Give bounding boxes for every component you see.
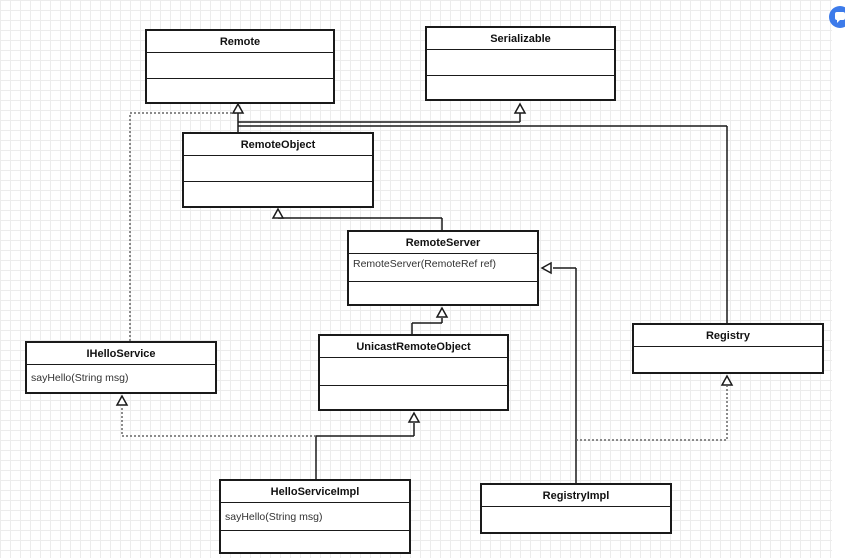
class-remote-object-attributes	[184, 156, 372, 182]
class-remote-server-name: RemoteServer	[349, 232, 537, 254]
unicast-arrowhead	[407, 411, 421, 423]
class-hello-service-impl[interactable]: HelloServiceImpl sayHello(String msg)	[219, 479, 411, 554]
class-registry-impl-name: RegistryImpl	[482, 485, 670, 507]
class-remote-server-methods	[349, 282, 537, 304]
class-remote-methods	[147, 79, 333, 102]
serializable-arrowhead	[513, 102, 527, 114]
class-remote-object-methods	[184, 182, 372, 206]
class-unicast-remote-object-methods	[320, 386, 507, 409]
class-ihello-service-methods: sayHello(String msg)	[31, 372, 129, 384]
class-registry-attributes	[634, 347, 822, 372]
class-hello-service-impl-attributes: sayHello(String msg)	[221, 503, 409, 531]
registry-impl-arrowhead	[540, 261, 552, 275]
ihello-to-remote-dotted	[129, 112, 238, 341]
class-hello-service-impl-methods	[221, 531, 409, 552]
class-registry-impl[interactable]: RegistryImpl	[480, 483, 672, 534]
class-ihello-service[interactable]: IHelloService sayHello(String msg)	[25, 341, 217, 394]
class-registry[interactable]: Registry	[632, 323, 824, 374]
remote-server-arrowhead	[435, 306, 449, 318]
class-serializable-name: Serializable	[427, 28, 614, 50]
chat-icon-glyph	[835, 12, 845, 23]
class-unicast-remote-object-name: UnicastRemoteObject	[320, 336, 507, 358]
class-unicast-remote-object[interactable]: UnicastRemoteObject	[318, 334, 509, 411]
class-remote-object[interactable]: RemoteObject	[182, 132, 374, 208]
class-serializable-attributes	[427, 50, 614, 76]
hello-impl-to-ihello-dotted	[121, 406, 316, 437]
class-remote-name: Remote	[147, 31, 333, 53]
class-serializable-methods	[427, 76, 614, 99]
class-ihello-service-name: IHelloService	[27, 343, 215, 365]
class-remote-object-name: RemoteObject	[184, 134, 372, 156]
class-hello-service-impl-name: HelloServiceImpl	[221, 481, 409, 503]
remote-arrowhead	[231, 102, 245, 114]
class-registry-impl-attributes	[482, 507, 670, 532]
remote-object-arrowhead	[271, 207, 285, 219]
class-registry-name: Registry	[634, 325, 822, 347]
chat-icon[interactable]	[829, 6, 845, 28]
class-serializable[interactable]: Serializable	[425, 26, 616, 101]
registry-impl-to-registry-dotted	[576, 386, 728, 441]
class-remote-attributes	[147, 53, 333, 79]
registry-arrowhead	[720, 374, 734, 386]
ihello-arrowhead	[115, 394, 129, 406]
right-margin	[832, 0, 845, 558]
class-unicast-remote-object-attributes	[320, 358, 507, 386]
class-remote-server-attributes: RemoteServer(RemoteRef ref)	[349, 254, 537, 282]
class-remote[interactable]: Remote	[145, 29, 335, 104]
class-remote-server[interactable]: RemoteServer RemoteServer(RemoteRef ref)	[347, 230, 539, 306]
